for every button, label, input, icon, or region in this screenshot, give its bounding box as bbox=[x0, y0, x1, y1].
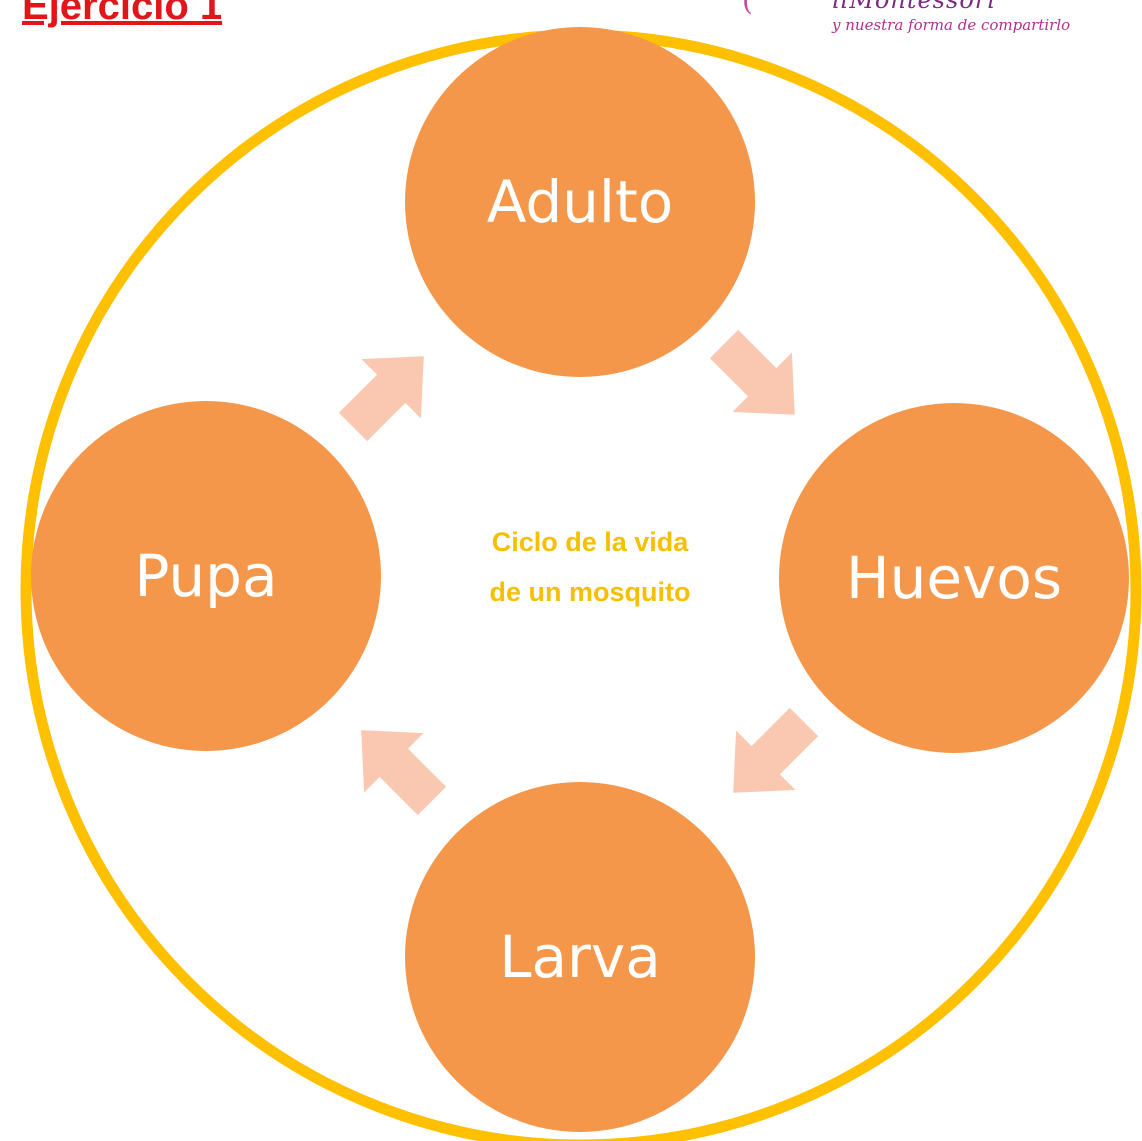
center-title-line-1: Ciclo de la vida bbox=[492, 527, 690, 557]
arrow-huevos-to-larva bbox=[733, 707, 819, 793]
stage-circle bbox=[405, 782, 755, 1132]
logo-mark: ( bbox=[742, 0, 753, 17]
cycle-arrows bbox=[338, 329, 819, 816]
stage-node-larva: Larva bbox=[405, 782, 755, 1132]
stage-node-pupa: Pupa bbox=[31, 401, 381, 751]
stage-circle bbox=[405, 27, 755, 377]
exercise-title: Ejercicio 1 bbox=[22, 0, 223, 28]
arrow-larva-to-pupa bbox=[361, 730, 447, 816]
logo-tagline: y nuestra forma de compartirlo bbox=[832, 16, 1071, 34]
arrow-adulto-to-huevos bbox=[709, 329, 795, 415]
stage-label: Pupa bbox=[134, 542, 277, 610]
stage-circle bbox=[31, 401, 381, 751]
stage-label: Huevos bbox=[846, 544, 1062, 612]
stage-label: Adulto bbox=[487, 168, 674, 236]
stage-label: Larva bbox=[499, 923, 661, 991]
center-title-line-2: de un mosquito bbox=[490, 577, 691, 607]
stage-node-adulto: Adulto bbox=[405, 27, 755, 377]
logo-wordmark: ilMontessori bbox=[832, 0, 996, 14]
arrow-pupa-to-adulto bbox=[338, 356, 424, 442]
stage-circle bbox=[779, 403, 1129, 753]
stage-node-huevos: Huevos bbox=[779, 403, 1129, 753]
